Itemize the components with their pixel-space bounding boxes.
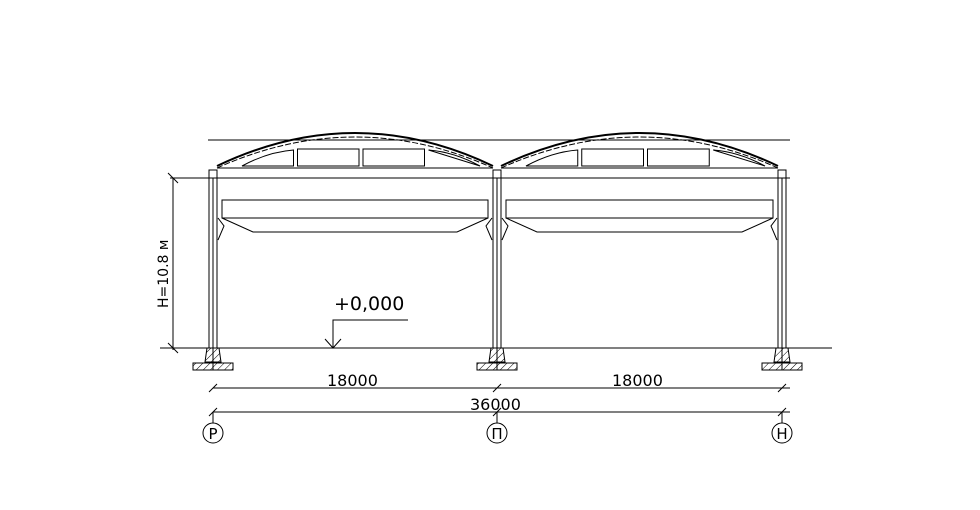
axis-bubble [771,422,793,444]
crane-beam [505,199,774,219]
axis-label: Н [776,425,787,443]
span-total-label: 36000 [470,395,521,414]
column-bracket [485,217,493,241]
column-bracket [501,217,509,241]
arch-roof-panel [500,136,779,169]
arch-top-chord [216,132,494,167]
arch-roof-panel [216,136,494,169]
skylight-window [647,148,710,167]
tick [167,172,179,184]
skylight-window [713,149,766,167]
footing [476,362,518,371]
roof-trusses [192,132,803,417]
skylight-window [525,149,579,167]
crane-girder [221,217,489,233]
footing [761,362,803,371]
column-bracket [217,217,225,241]
skylight-window [428,149,481,167]
elevation-leader [332,319,408,348]
axis-label: Р [208,425,217,443]
height-label: H=10.8 м [156,240,172,308]
skylight-window [581,148,644,167]
axis-bubble [202,422,224,444]
skylight-window [241,149,294,167]
crane-girder [505,217,774,233]
column-base [773,347,791,363]
tick [167,342,179,354]
skylight-window [362,148,425,167]
column-base [204,347,222,363]
column-bracket [770,217,778,241]
axis-label: П [491,425,502,443]
crane-beam [221,199,489,219]
elevation-arrow [324,338,342,349]
span-right-label: 18000 [612,371,663,390]
axis-bubble [486,422,508,444]
column-base [488,347,506,363]
footing [192,362,234,371]
elevation-label: +0,000 [334,293,404,315]
arch-top-chord [500,132,779,167]
skylight-window [297,148,360,167]
span-left-label: 18000 [327,371,378,390]
